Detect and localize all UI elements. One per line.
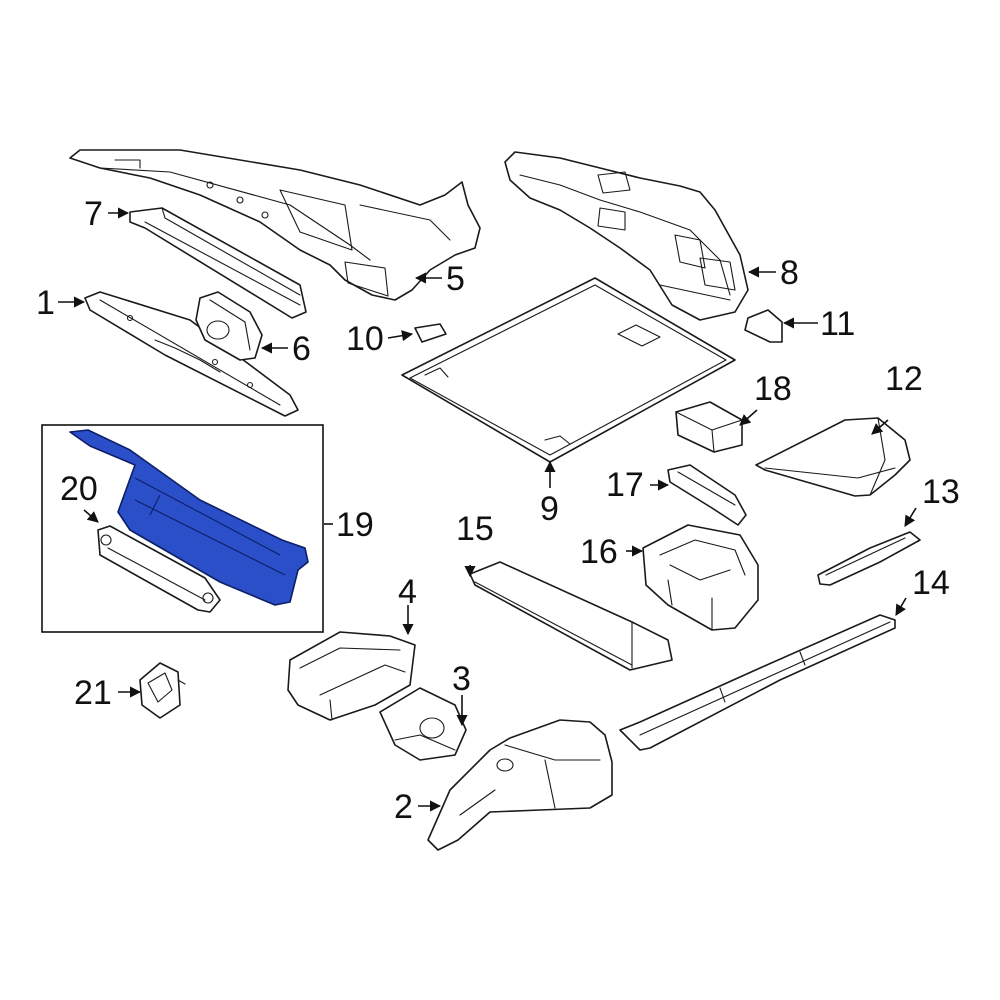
callout-21: 21 (74, 674, 112, 712)
callout-17: 17 (606, 466, 644, 504)
callout-3: 3 (452, 660, 471, 698)
part-5-rear-side-rail[interactable] (69, 149, 481, 301)
part-10-clip[interactable] (414, 323, 447, 343)
callout-10: 10 (346, 320, 384, 358)
part-7-crossmember[interactable] (129, 207, 307, 319)
part-12-trim-panel[interactable] (755, 417, 911, 497)
part-1-crossmember[interactable] (84, 291, 299, 417)
part-13-rail[interactable] (817, 531, 921, 586)
part-18-container[interactable] (675, 401, 743, 453)
callout-16: 16 (580, 533, 618, 571)
part-16-storage-bin[interactable] (642, 524, 759, 631)
callout-5: 5 (446, 260, 465, 298)
callout-6: 6 (292, 330, 311, 368)
assembly-group-box (41, 424, 324, 633)
callout-15: 15 (456, 510, 494, 548)
callout-1: 1 (36, 284, 55, 322)
part-20-panel[interactable] (69, 429, 309, 606)
callout-12: 12 (885, 360, 923, 398)
callout-20: 20 (60, 470, 98, 508)
callout-19: 19 (336, 506, 374, 544)
callout-14: 14 (912, 564, 950, 602)
part-8-bracket[interactable] (504, 151, 749, 321)
callout-8: 8 (780, 254, 799, 292)
callout-18: 18 (754, 370, 792, 408)
part-6-bracket[interactable] (195, 291, 263, 361)
callout-4: 4 (398, 573, 417, 611)
part-4-side-pocket[interactable] (287, 631, 416, 721)
callout-7: 7 (84, 195, 103, 233)
part-14-rail[interactable] (619, 614, 896, 751)
callout-11: 11 (820, 305, 855, 343)
part-17-handle[interactable] (667, 464, 747, 526)
callout-13: 13 (922, 473, 960, 511)
part-9-floor-panel[interactable] (401, 277, 736, 463)
callout-2: 2 (394, 788, 413, 826)
part-3-bracket[interactable] (379, 687, 467, 761)
part-15-tray[interactable] (469, 561, 673, 671)
part-21-fastener[interactable] (139, 662, 186, 719)
part-2-trim-housing[interactable] (427, 719, 613, 851)
part-11-bracket[interactable] (744, 309, 783, 343)
callout-9: 9 (540, 490, 559, 528)
part-19-reinforcement[interactable] (97, 525, 221, 613)
